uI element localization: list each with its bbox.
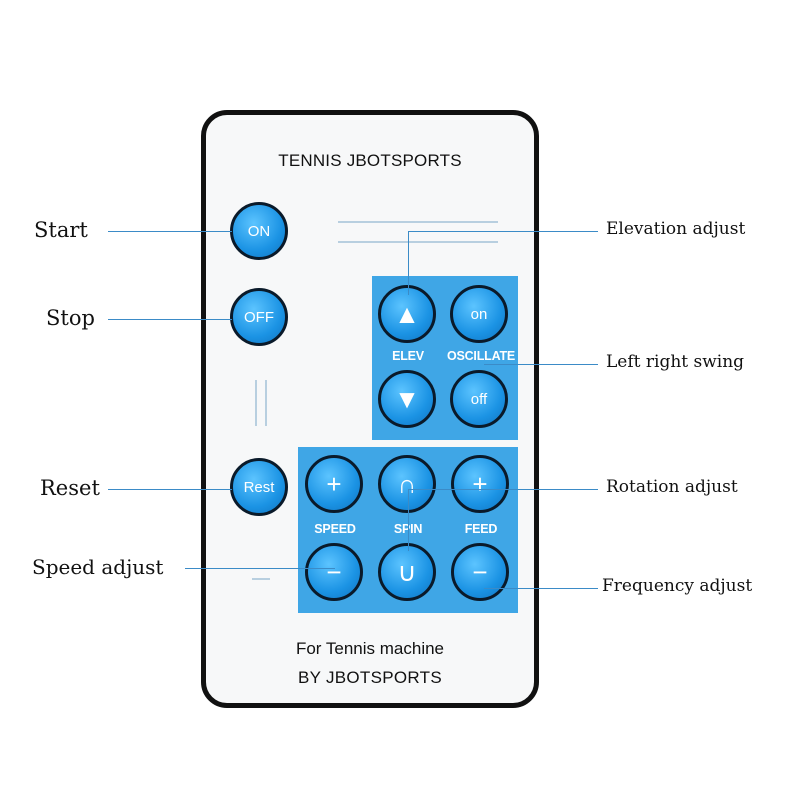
- reset-label: Reset: [40, 476, 100, 500]
- oscillate-on-button[interactable]: on: [450, 285, 508, 343]
- remote-footer-line-1: For Tennis machine: [295, 639, 445, 658]
- on-button[interactable]: ON: [230, 202, 288, 260]
- frequency-callout-line: [484, 588, 598, 589]
- elevation-up-button[interactable]: ▲: [378, 285, 436, 343]
- remote-title: TENNIS JBOTSPORTS: [278, 151, 462, 170]
- rotation-callout-line: [408, 489, 598, 490]
- remote-footer-line-2: BY JBOTSPORTS: [297, 668, 443, 687]
- decorative-line: [255, 380, 257, 426]
- start-label: Start: [34, 218, 88, 242]
- stop-callout-line: [108, 319, 232, 320]
- frequency-adjust-label: Frequency adjust: [602, 576, 753, 596]
- speed-label: SPEED: [314, 522, 356, 536]
- rotation-adjust-label: Rotation adjust: [606, 477, 738, 497]
- oscillate-off-button[interactable]: off: [450, 370, 508, 428]
- rotation-callout-vline: [408, 489, 409, 551]
- elevation-callout-line: [408, 231, 598, 232]
- feed-label: FEED: [464, 522, 498, 536]
- elevation-adjust-label: Elevation adjust: [606, 219, 746, 239]
- start-callout-line: [108, 231, 232, 232]
- elevation-down-button[interactable]: ▼: [378, 370, 436, 428]
- decorative-line: [338, 241, 498, 243]
- decorative-line: [252, 578, 270, 580]
- spin-down-button[interactable]: ∪: [378, 543, 436, 601]
- feed-minus-button[interactable]: −: [451, 543, 509, 601]
- speed-minus-button[interactable]: −: [305, 543, 363, 601]
- oscillate-label: OSCILLATE: [446, 349, 516, 363]
- speed-adjust-callout-line: [185, 568, 335, 569]
- reset-callout-line: [108, 489, 232, 490]
- left-right-swing-label: Left right swing: [606, 352, 745, 372]
- spin-up-button[interactable]: ∩: [378, 455, 436, 513]
- decorative-line: [338, 221, 498, 223]
- elevation-callout-vline: [408, 231, 409, 295]
- speed-adjust-label: Speed adjust: [32, 555, 164, 579]
- decorative-line: [265, 380, 267, 426]
- elev-label: ELEV: [392, 349, 424, 363]
- swing-callout-line: [484, 364, 598, 365]
- speed-plus-button[interactable]: +: [305, 455, 363, 513]
- stop-label: Stop: [46, 306, 95, 330]
- feed-plus-button[interactable]: +: [451, 455, 509, 513]
- off-button[interactable]: OFF: [230, 288, 288, 346]
- rest-button[interactable]: Rest: [230, 458, 288, 516]
